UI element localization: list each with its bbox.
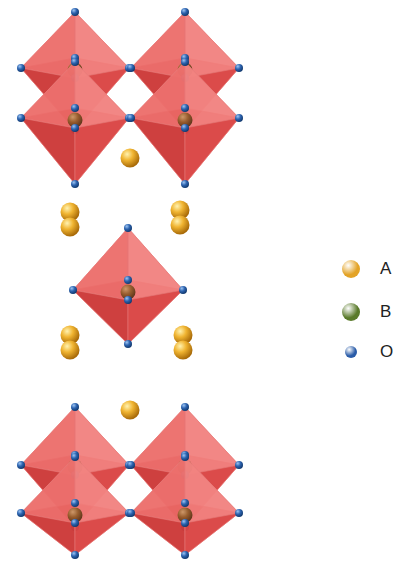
o-atom (17, 114, 25, 122)
octahedron (17, 403, 133, 531)
o-atom (181, 403, 189, 411)
octahedron-face (75, 12, 129, 78)
octahedron-face (185, 118, 239, 184)
octahedron-face (21, 118, 75, 184)
o-atom (181, 519, 189, 527)
o-atom (235, 64, 243, 72)
octahedron-face (21, 513, 75, 555)
o-atom (124, 224, 132, 232)
octahedron-face (75, 118, 129, 184)
o-atom (181, 453, 189, 461)
octahedron-face (185, 62, 239, 128)
octahedron (17, 58, 133, 188)
legend-entry: B (342, 302, 391, 322)
o-atom (181, 104, 189, 112)
o-atom (71, 180, 79, 188)
octahedron-face (131, 407, 185, 475)
legend-swatch (342, 260, 360, 278)
octahedron (127, 8, 243, 134)
octahedron-face (75, 407, 129, 475)
octahedron-face (75, 513, 129, 555)
octahedron-face (185, 513, 239, 555)
o-atom (181, 58, 189, 66)
o-atom (181, 124, 189, 132)
octahedron-face (131, 457, 185, 523)
legend-swatch (345, 346, 357, 358)
o-atom (235, 509, 243, 517)
o-atom (71, 453, 79, 461)
a-site-atoms (61, 149, 193, 420)
octahedron-face (21, 407, 75, 475)
o-atom (181, 551, 189, 559)
octahedron (127, 403, 243, 531)
o-atom (17, 461, 25, 469)
o-atom (124, 276, 132, 284)
octahedron (17, 8, 133, 134)
a-atom (61, 218, 80, 237)
o-atom (124, 340, 132, 348)
o-atom (71, 551, 79, 559)
octahedron-face (185, 12, 239, 78)
o-atom (71, 403, 79, 411)
o-atom (71, 124, 79, 132)
a-atom (171, 216, 190, 235)
legend-entry: A (342, 259, 391, 279)
legend-label: O (380, 342, 393, 362)
a-atom (121, 401, 140, 420)
octahedra (17, 8, 243, 559)
a-atom (61, 341, 80, 360)
octahedron-face (185, 407, 239, 475)
o-atom (71, 58, 79, 66)
octahedron (127, 58, 243, 188)
o-atom (71, 104, 79, 112)
o-atom (179, 286, 187, 294)
octahedron-face (73, 228, 128, 300)
octahedron-face (131, 118, 185, 184)
octahedron-face (131, 62, 185, 128)
o-atom (17, 509, 25, 517)
legend-entry: O (342, 342, 393, 362)
o-atom (71, 8, 79, 16)
octahedron-face (73, 290, 128, 344)
octahedron-face (21, 457, 75, 523)
octahedron-face (21, 62, 75, 128)
legend-label: B (380, 302, 391, 322)
o-atom (71, 519, 79, 527)
a-atom (121, 149, 140, 168)
o-atom (181, 180, 189, 188)
o-atom (127, 64, 135, 72)
octahedron-face (75, 457, 129, 523)
octahedron (17, 453, 133, 559)
o-atom (71, 499, 79, 507)
octahedron-face (131, 513, 185, 555)
octahedron-face (131, 12, 185, 78)
a-atom (174, 341, 193, 360)
o-atom (124, 296, 132, 304)
o-atom (235, 114, 243, 122)
o-atom (17, 64, 25, 72)
octahedron (127, 453, 243, 559)
octahedron-face (21, 12, 75, 78)
octahedron-face (185, 457, 239, 523)
o-atom (127, 114, 135, 122)
o-atom (181, 499, 189, 507)
legend-label: A (380, 259, 391, 279)
o-atom (235, 461, 243, 469)
o-atom (69, 286, 77, 294)
o-atom (181, 8, 189, 16)
octahedron-face (75, 62, 129, 128)
octahedron (69, 224, 187, 348)
o-atom (127, 509, 135, 517)
octahedron-face (128, 228, 183, 300)
legend-swatch (342, 303, 360, 321)
o-atom (127, 461, 135, 469)
